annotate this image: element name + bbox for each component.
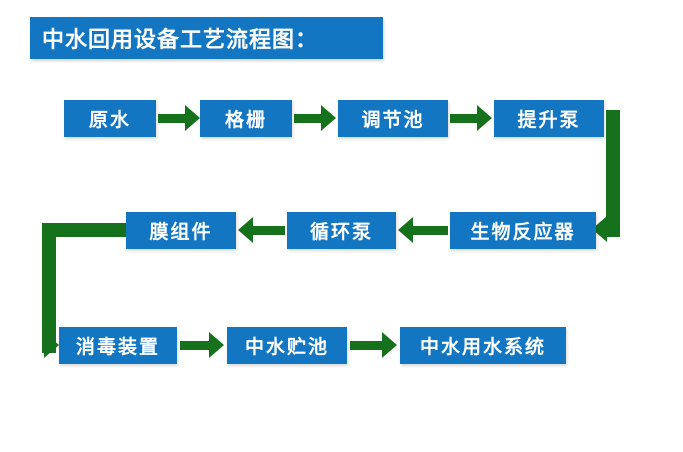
arrow-shaft [294,113,321,123]
diagram-title: 中水回用设备工艺流程图： [30,17,383,59]
arrow-head-left-icon [398,217,413,243]
arrow-grid-to-regulating-tank [294,105,336,131]
arrow-shaft [158,113,185,123]
arrow-head-right-icon [321,105,336,131]
arrow-head-right-icon [185,105,200,131]
node-raw-water: 原水 [64,100,156,137]
node-reclaimed-water-use-system: 中水用水系统 [400,327,566,364]
arrow-membrane-to-disinfection [44,332,59,358]
arrow-shaft [350,340,382,350]
arrow-disinfection-to-storage-tank [180,332,224,358]
arrow-head-left-icon [238,217,253,243]
connector-left-horizontal [42,223,126,237]
arrow-shaft [253,225,285,235]
arrow-circulating-pump-to-membrane [238,217,285,243]
arrow-shaft [180,340,209,350]
arrow-head-right-icon [382,332,397,358]
arrow-shaft [450,113,477,123]
node-disinfection-device: 消毒装置 [59,327,177,364]
arrow-bioreactor-to-circulating-pump [398,217,448,243]
arrow-raw-water-to-grid [158,105,200,131]
connector-right-vertical [606,110,620,237]
node-reclaimed-water-storage-tank: 中水贮池 [227,327,347,364]
arrow-shaft [607,224,620,234]
node-lift-pump: 提升泵 [494,100,604,137]
arrow-head-right-icon [209,332,224,358]
arrow-head-right-icon [477,105,492,131]
arrow-lift-pump-to-bioreactor [592,216,620,242]
connector-left-vertical [42,223,56,353]
node-grid-screen: 格栅 [200,100,292,137]
arrow-storage-tank-to-use-system [350,332,397,358]
arrow-head-right-icon [44,332,59,358]
node-membrane-module: 膜组件 [126,212,236,249]
node-bioreactor: 生物反应器 [450,212,596,249]
arrow-regulating-tank-to-lift-pump [450,105,492,131]
node-circulating-pump: 循环泵 [287,212,396,249]
arrow-shaft [413,225,448,235]
node-regulating-tank: 调节池 [338,100,448,137]
